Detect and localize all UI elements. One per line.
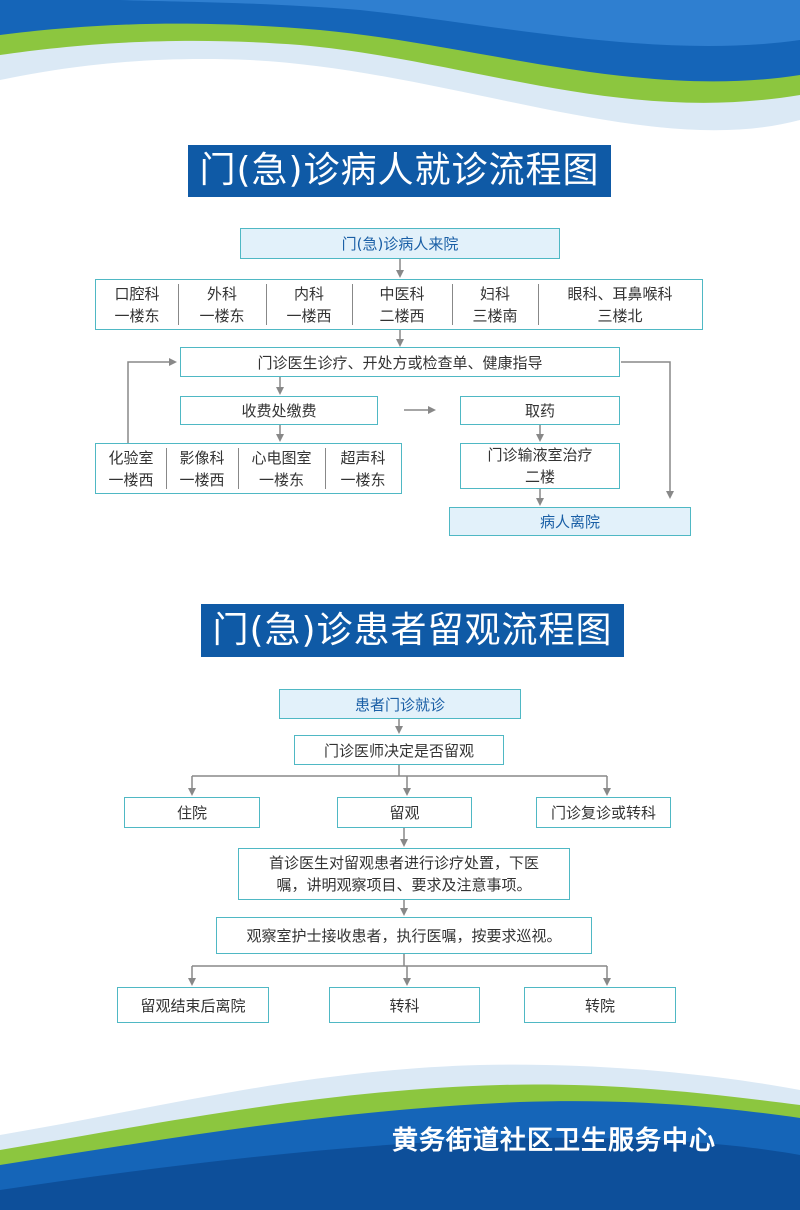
exam-cell: 超声科一楼东 (325, 444, 401, 493)
flowchart-1-title: 门(急)诊病人就诊流程图 (188, 145, 611, 197)
flowchart-2-title: 门(急)诊患者留观流程图 (201, 604, 624, 657)
flowchart-1-connectors (127, 259, 674, 506)
bottom-wave-decoration (0, 1064, 800, 1210)
option-revisit: 门诊复诊或转科 (536, 797, 671, 828)
nurse-box: 观察室护士接收患者，执行医嘱，按要求巡视。 (216, 917, 592, 954)
exam-location: 一楼东 (340, 470, 386, 489)
exam-name: 化验室 (108, 448, 154, 467)
payment-box: 收费处缴费 (180, 396, 378, 425)
outcome-transfer-dept: 转科 (329, 987, 480, 1023)
department-location: 一楼东 (199, 306, 245, 325)
arrive-box: 门(急)诊病人来院 (240, 228, 560, 259)
doctor-box: 门诊医生诊疗、开处方或检查单、健康指导 (180, 347, 620, 377)
exam-name: 心电图室 (251, 448, 312, 467)
organization-name: 黄务街道社区卫生服务中心 (392, 1126, 717, 1156)
department-name: 妇科 (479, 284, 510, 303)
department-location: 三楼南 (472, 306, 518, 325)
department-cell: 眼科、耳鼻喉科三楼北 (538, 280, 702, 329)
outcome-transfer-hospital: 转院 (524, 987, 676, 1023)
exam-location: 一楼西 (108, 470, 154, 489)
department-name: 内科 (293, 284, 324, 303)
flowchart-2-connectors (188, 719, 611, 986)
exam-location: 一楼东 (258, 470, 304, 489)
department-name: 中医科 (379, 284, 425, 303)
department-cell: 口腔科一楼东 (96, 280, 178, 329)
exam-cell: 心电图室一楼东 (238, 444, 325, 493)
department-location: 一楼西 (286, 306, 332, 325)
department-location: 二楼西 (379, 306, 425, 325)
leave-box: 病人离院 (449, 507, 691, 536)
department-name: 眼科、耳鼻喉科 (567, 284, 673, 303)
departments-row: 口腔科一楼东 外科一楼东 内科一楼西 中医科二楼西 妇科三楼南 眼科、耳鼻喉科三… (95, 279, 703, 330)
pharmacy-box: 取药 (460, 396, 620, 425)
exam-cell: 化验室一楼西 (96, 444, 166, 493)
option-hospitalize: 住院 (124, 797, 260, 828)
exam-name: 影像科 (179, 448, 225, 467)
decide-box: 门诊医师决定是否留观 (294, 735, 504, 765)
exam-location: 一楼西 (179, 470, 225, 489)
outcome-discharge: 留观结束后离院 (117, 987, 269, 1023)
infusion-box: 门诊输液室治疗 二楼 (460, 443, 620, 489)
top-wave-decoration (0, 0, 800, 131)
department-name: 口腔科 (114, 284, 160, 303)
visit-box: 患者门诊就诊 (279, 689, 521, 719)
department-cell: 妇科三楼南 (452, 280, 538, 329)
department-cell: 中医科二楼西 (352, 280, 452, 329)
exam-cell: 影像科一楼西 (166, 444, 238, 493)
first-doctor-box: 首诊医生对留观患者进行诊疗处置，下医 嘱，讲明观察项目、要求及注意事项。 (238, 848, 570, 900)
department-location: 三楼北 (597, 306, 643, 325)
infusion-label: 门诊输液室治疗 (487, 446, 593, 464)
option-observe: 留观 (337, 797, 472, 828)
department-location: 一楼东 (114, 306, 160, 325)
first-doctor-line1: 首诊医生对留观患者进行诊疗处置，下医 (268, 854, 539, 872)
department-name: 外科 (206, 284, 237, 303)
exam-name: 超声科 (340, 448, 386, 467)
exams-row: 化验室一楼西 影像科一楼西 心电图室一楼东 超声科一楼东 (95, 443, 402, 494)
first-doctor-line2: 嘱，讲明观察项目、要求及注意事项。 (276, 876, 532, 894)
department-cell: 外科一楼东 (178, 280, 266, 329)
department-cell: 内科一楼西 (266, 280, 352, 329)
infusion-floor: 二楼 (524, 468, 555, 486)
